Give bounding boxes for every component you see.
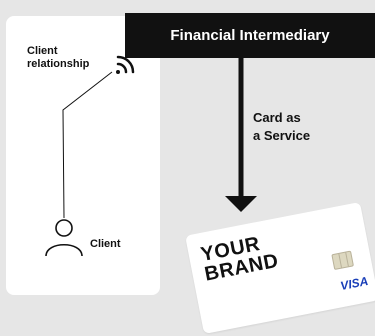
- card-as-a-service-label: Card as a Service: [253, 110, 311, 143]
- relationship-line: [62, 71, 113, 219]
- card-chip-icon: [331, 250, 354, 271]
- signal-icon: [116, 55, 135, 74]
- financial-intermediary-box: Financial Intermediary: [125, 13, 375, 58]
- down-arrow: [225, 58, 257, 212]
- client-label: Client: [90, 238, 121, 250]
- client-panel: [6, 16, 160, 295]
- person-icon: [45, 219, 83, 257]
- card-brand-text: YOUR BRAND: [198, 232, 281, 286]
- visa-logo: VISA: [339, 273, 370, 294]
- client-relationship-label: Client relationship: [27, 45, 90, 70]
